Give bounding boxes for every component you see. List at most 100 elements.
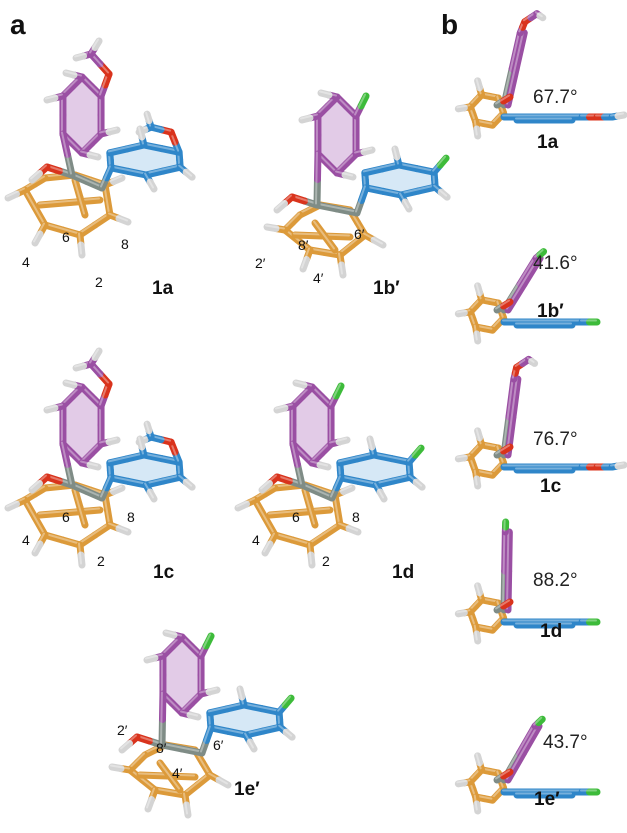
bond-highlight [374, 482, 385, 499]
bond-highlight [315, 151, 318, 205]
hydrogen-bond-stick [528, 357, 539, 367]
bond-highlight [178, 474, 193, 487]
cage-bridge [36, 199, 74, 209]
hydrogen-bond-stick [299, 256, 310, 273]
bond-highlight [6, 187, 25, 198]
cage-bridge [76, 504, 89, 529]
atom-label: 8 [127, 509, 135, 525]
bond-highlight [473, 794, 478, 811]
hydroxyl-bond [500, 443, 514, 455]
bond-highlight [475, 283, 482, 300]
bond-highlight [144, 164, 181, 175]
aryl-ring-face [109, 455, 181, 485]
dihedral-angle: 43.7° [543, 732, 588, 753]
bond-highlight [253, 497, 275, 535]
hydrogen-bond-stick [536, 12, 547, 22]
hydrogen-bond-stick [105, 436, 121, 446]
hydrogen-bond-stick [62, 69, 78, 79]
bond-highlight [506, 529, 510, 610]
aryl-edge [505, 375, 518, 421]
hydrogen-bond-stick [91, 347, 103, 361]
hydrogen-bond-stick [110, 174, 126, 185]
hydrogen-bond-stick [338, 261, 347, 279]
aryl-link [102, 474, 115, 492]
bond-highlight [526, 356, 535, 363]
hydrogen-bond-stick [205, 686, 221, 696]
hydrogen-bond-stick [115, 215, 132, 226]
bond-highlight [207, 702, 244, 713]
bond-highlight [70, 172, 102, 188]
side-view-1c [454, 355, 627, 490]
bond-highlight [78, 542, 82, 565]
hydrogen-bond-stick [108, 763, 125, 772]
bond-highlight [495, 769, 510, 780]
compound-label-1d: 1d [392, 562, 414, 583]
aryl-edge [509, 375, 522, 421]
atom-label: 8′ [156, 740, 167, 756]
bond-highlight [268, 507, 330, 515]
aryl-link [357, 184, 370, 204]
cage-bridge [66, 506, 104, 516]
panel-label-b: b [441, 9, 458, 40]
bond-highlight [244, 732, 255, 749]
hydrogen-bond-stick [317, 89, 333, 99]
bond-highlight [107, 142, 144, 153]
compound-label-1c: 1c [153, 562, 175, 583]
compound-label-1a: 1a [152, 278, 174, 299]
hydrogen-bond-stick [473, 630, 482, 645]
bond-highlight [178, 164, 193, 177]
bond-highlight [371, 452, 410, 462]
bond-highlight [244, 724, 281, 735]
bond-highlight [30, 474, 47, 490]
bond-highlight [6, 497, 25, 508]
bond-highlight [610, 462, 624, 467]
bond-highlight [260, 474, 277, 490]
bond-highlight [80, 441, 102, 463]
bond-highlight [502, 529, 506, 610]
structure-1b-prime [263, 89, 451, 279]
hydrogen-bond-stick [454, 104, 468, 113]
bond-highlight [367, 436, 374, 455]
bond-highlight [183, 792, 188, 815]
structure-1c [4, 347, 196, 569]
bond-highlight [110, 764, 130, 770]
hydrogen-bond-stick [234, 500, 250, 512]
bond-highlight [473, 324, 478, 341]
hydroxyl-bond [500, 298, 514, 310]
aryl-link [289, 440, 301, 468]
bond-highlight [43, 222, 80, 235]
cage-bridge [76, 194, 89, 219]
bond-highlight [495, 299, 510, 310]
bond-highlight [278, 724, 293, 737]
hydrogen-bond-stick [91, 37, 103, 51]
bond-highlight [432, 155, 447, 172]
hydrogen-bond-stick [31, 540, 44, 557]
atom-label: 2 [95, 274, 103, 290]
atom-label: 4 [22, 532, 30, 548]
bond-highlight [78, 212, 110, 235]
chloro-bond [357, 92, 370, 110]
bond-highlight [329, 437, 348, 444]
atom-label: 6 [292, 509, 300, 525]
hydrogen-bond-stick [86, 151, 102, 161]
atom-label: 8′ [298, 237, 309, 253]
bond-highlight [338, 232, 365, 255]
bond-highlight [294, 380, 312, 387]
cage-bridge [36, 509, 74, 519]
hydrogen-bond-stick [474, 77, 484, 92]
bond-highlight [407, 445, 422, 462]
bond-highlight [399, 192, 410, 209]
chloro-bond [436, 154, 450, 169]
bond-highlight [534, 249, 544, 258]
hydrogen-bond-stick [473, 125, 482, 140]
bond-highlight [208, 725, 247, 735]
atom-label: 8 [352, 509, 360, 525]
bond-highlight [475, 583, 482, 600]
side-view-1b-prime [454, 248, 601, 345]
hydrogen-bond-stick [136, 435, 146, 451]
hydrogen-bond-stick [282, 728, 296, 741]
bond-highlight [456, 609, 471, 614]
bond-highlight [208, 772, 228, 785]
hydrogen-bond-stick [474, 582, 484, 597]
bond-highlight [433, 184, 448, 197]
